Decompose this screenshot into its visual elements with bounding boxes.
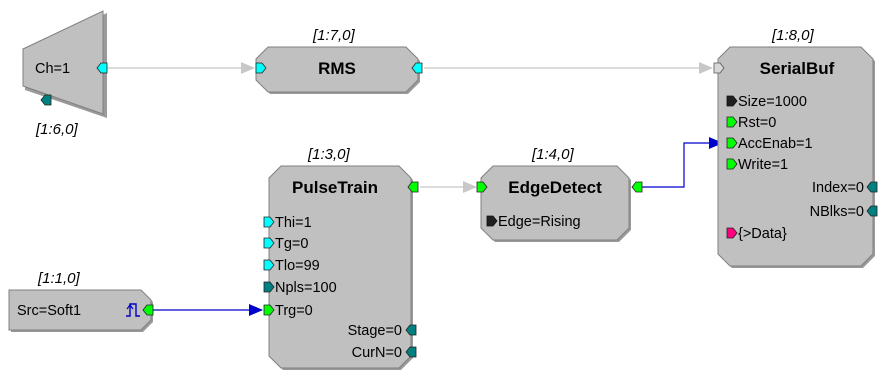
pulsetrain-tg-label: Tg=0 bbox=[275, 236, 308, 252]
serialbuf-size-label: Size=1000 bbox=[738, 94, 807, 110]
pulsetrain-block[interactable]: [1:3,0] PulseTrain Thi=1 Tg=0 Tlo=99 Npl… bbox=[263, 146, 419, 370]
pulsetrain-curn-port[interactable] bbox=[405, 346, 417, 358]
rms-title: RMS bbox=[318, 59, 356, 78]
rms-output-port[interactable] bbox=[411, 62, 423, 74]
edgedetect-edge-port[interactable] bbox=[486, 215, 498, 227]
ch-output-port[interactable] bbox=[96, 62, 108, 74]
pulsetrain-tlo-port[interactable] bbox=[263, 259, 275, 271]
pulsetrain-thi-label: Thi=1 bbox=[275, 215, 312, 231]
pulsetrain-output-port[interactable] bbox=[407, 181, 419, 193]
ch-aux-port[interactable] bbox=[40, 94, 52, 106]
pulsetrain-title: PulseTrain bbox=[292, 178, 378, 197]
soft-source-coord: [1:1,0] bbox=[37, 270, 81, 287]
wire-edgedetect-to-accenab[interactable] bbox=[640, 137, 723, 188]
serialbuf-data-port[interactable] bbox=[726, 227, 738, 239]
rms-block[interactable]: [1:7,0] RMS bbox=[255, 27, 423, 94]
serialbuf-rst-port[interactable] bbox=[726, 116, 738, 128]
serialbuf-block[interactable]: [1:8,0] SerialBuf Size=1000 Rst=0 AccEna… bbox=[713, 27, 878, 268]
pulsetrain-npls-port[interactable] bbox=[263, 281, 275, 293]
edgedetect-output-port[interactable] bbox=[631, 181, 643, 193]
serialbuf-size-port[interactable] bbox=[726, 95, 738, 107]
ch-source-block[interactable]: Ch=1 [1:6,0] bbox=[22, 10, 108, 138]
pulsetrain-trg-port[interactable] bbox=[263, 304, 275, 316]
edgedetect-title: EdgeDetect bbox=[508, 178, 602, 197]
soft-source-label: Src=Soft1 bbox=[17, 303, 81, 319]
serialbuf-nblks-port[interactable] bbox=[866, 205, 878, 217]
edgedetect-coord: [1:4,0] bbox=[531, 146, 575, 163]
serialbuf-coord: [1:8,0] bbox=[771, 27, 815, 44]
pulsetrain-npls-label: Npls=100 bbox=[275, 280, 337, 296]
serialbuf-title: SerialBuf bbox=[760, 59, 835, 78]
pulsetrain-trg-label: Trg=0 bbox=[275, 303, 313, 319]
ch-source-label: Ch=1 bbox=[35, 61, 70, 77]
pulsetrain-coord: [1:3,0] bbox=[307, 146, 351, 163]
serialbuf-data-label: {>Data} bbox=[738, 226, 787, 242]
edgedetect-input-port[interactable] bbox=[476, 181, 488, 193]
pulsetrain-curn-label: CurN=0 bbox=[352, 345, 402, 361]
serialbuf-nblks-label: NBlks=0 bbox=[810, 204, 864, 220]
pulsetrain-stage-label: Stage=0 bbox=[348, 323, 402, 339]
ch-source-coord: [1:6,0] bbox=[35, 121, 79, 138]
rms-coord: [1:7,0] bbox=[312, 27, 356, 44]
soft-output-port[interactable] bbox=[142, 304, 154, 316]
serialbuf-write-port[interactable] bbox=[726, 158, 738, 170]
serialbuf-write-label: Write=1 bbox=[738, 157, 788, 173]
edgedetect-block[interactable]: [1:4,0] EdgeDetect Edge=Rising bbox=[476, 146, 643, 242]
pulse-edge-icon bbox=[126, 303, 140, 317]
pulsetrain-stage-port[interactable] bbox=[405, 324, 417, 336]
serialbuf-accenab-port[interactable] bbox=[726, 137, 738, 149]
serialbuf-index-port[interactable] bbox=[866, 181, 878, 193]
pulsetrain-tlo-label: Tlo=99 bbox=[275, 258, 320, 274]
serialbuf-index-label: Index=0 bbox=[812, 180, 864, 196]
serialbuf-rst-label: Rst=0 bbox=[738, 115, 776, 131]
pulsetrain-thi-port[interactable] bbox=[263, 216, 275, 228]
edgedetect-edge-label: Edge=Rising bbox=[498, 214, 581, 230]
pulsetrain-tg-port[interactable] bbox=[263, 237, 275, 249]
rms-input-port[interactable] bbox=[255, 62, 267, 74]
serialbuf-accenab-label: AccEnab=1 bbox=[738, 136, 813, 152]
serialbuf-input-port[interactable] bbox=[713, 62, 725, 74]
soft-source-block[interactable]: [1:1,0] Src=Soft1 bbox=[8, 270, 154, 332]
